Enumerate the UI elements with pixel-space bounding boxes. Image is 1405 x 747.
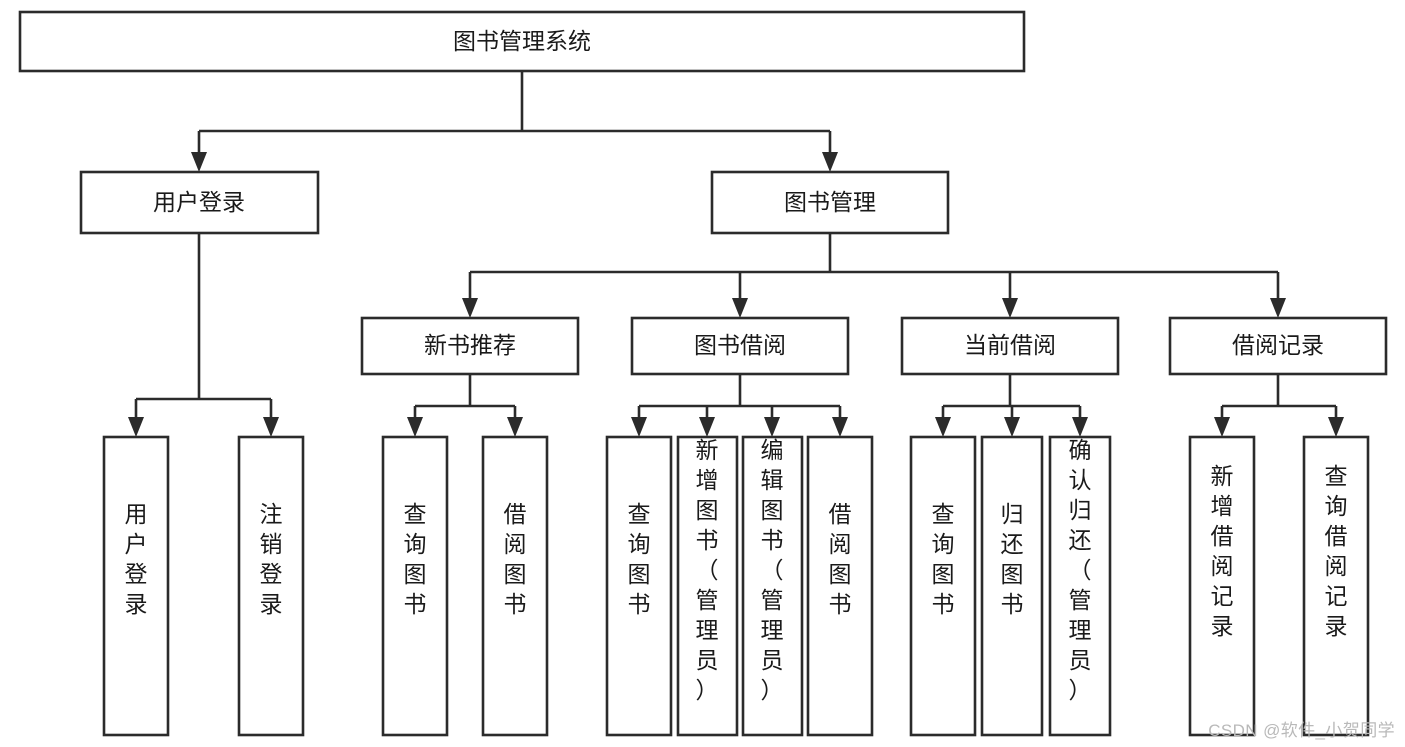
node-leaf-return-book[interactable]: 归还图书	[980, 435, 1044, 737]
node-leaf-user-logout-box[interactable]	[237, 435, 305, 737]
node-leaf-borrow-book-2[interactable]: 借阅图书	[806, 435, 874, 737]
node-current[interactable]: 当前借阅	[900, 316, 1120, 376]
node-leaf-add-book-label: 新增图书（管理员）	[696, 437, 719, 703]
node-leaf-query-book-2[interactable]: 查询图书	[605, 435, 673, 737]
arrow-borrow-to-edit-book	[764, 417, 780, 437]
node-leaf-edit-book-box[interactable]	[741, 435, 804, 737]
node-current-label: 当前借阅	[964, 332, 1056, 358]
node-root-box[interactable]	[18, 10, 1026, 73]
node-leaf-query-book-3[interactable]: 查询图书	[909, 435, 977, 737]
node-leaf-query-record-box[interactable]	[1302, 435, 1370, 737]
node-leaf-query-book-1-label: 查询图书	[404, 501, 427, 617]
node-bookmgmt-box[interactable]	[710, 170, 950, 235]
arrow-current-to-return-book	[1004, 417, 1020, 437]
node-leaf-borrow-book-1-label: 借阅图书	[504, 501, 527, 617]
node-leaf-user-logout[interactable]: 注销登录	[237, 435, 305, 737]
node-leaf-user-login[interactable]: 用户登录	[102, 435, 170, 737]
node-leaf-borrow-book-2-label: 借阅图书	[829, 501, 852, 617]
arrow-borrow-to-borrow-book	[832, 417, 848, 437]
node-records[interactable]: 借阅记录	[1168, 316, 1388, 376]
arrow-bookmgmt-to-current	[1002, 298, 1018, 318]
node-leaf-user-login-label: 用户登录	[125, 501, 148, 617]
arrow-borrow-to-add-book	[699, 417, 715, 437]
arrow-login-to-user-login	[128, 417, 144, 437]
node-leaf-user-logout-label: 注销登录	[260, 501, 283, 617]
arrow-records-to-query-record	[1328, 417, 1344, 437]
connector-layer	[128, 71, 1344, 437]
node-leaf-borrow-book-1[interactable]: 借阅图书	[481, 435, 549, 737]
node-current-box[interactable]	[900, 316, 1120, 376]
node-leaf-add-record-box[interactable]	[1188, 435, 1256, 737]
arrow-root-to-bookmgmt	[822, 152, 838, 172]
node-leaf-query-record-label: 查询借阅记录	[1325, 463, 1348, 639]
node-leaf-edit-book[interactable]: 编辑图书（管理员）	[741, 435, 804, 737]
node-leaf-query-book-3-box[interactable]	[909, 435, 977, 737]
node-bookmgmt[interactable]: 图书管理	[710, 170, 950, 235]
arrow-current-to-query-book	[935, 417, 951, 437]
node-root-label: 图书管理系统	[453, 28, 591, 54]
arrow-newbook-to-borrow-book	[507, 417, 523, 437]
csdn-watermark: CSDN @软件_小贺同学	[1208, 721, 1395, 740]
node-newbook-box[interactable]	[360, 316, 580, 376]
node-leaf-borrow-book-1-box[interactable]	[481, 435, 549, 737]
node-leaf-add-book[interactable]: 新增图书（管理员）	[676, 435, 739, 737]
node-leaf-query-book-2-box[interactable]	[605, 435, 673, 737]
arrow-root-to-login	[191, 152, 207, 172]
node-leaf-edit-book-label: 编辑图书（管理员）	[761, 437, 784, 703]
arrow-login-to-user-logout	[263, 417, 279, 437]
node-borrow[interactable]: 图书借阅	[630, 316, 850, 376]
node-root[interactable]: 图书管理系统	[18, 10, 1026, 73]
node-newbook-label: 新书推荐	[424, 332, 516, 358]
node-leaf-return-book-label: 归还图书	[1001, 501, 1024, 617]
node-borrow-label: 图书借阅	[694, 332, 786, 358]
node-leaf-query-record[interactable]: 查询借阅记录	[1302, 435, 1370, 737]
node-leaf-confirm-return-label: 确认归还（管理员）	[1069, 437, 1092, 703]
node-leaf-add-record-label: 新增借阅记录	[1211, 463, 1234, 639]
node-leaf-user-login-box[interactable]	[102, 435, 170, 737]
node-leaf-query-book-3-label: 查询图书	[932, 501, 955, 617]
node-login-box[interactable]	[79, 170, 320, 235]
node-leaf-confirm-return-box[interactable]	[1048, 435, 1112, 737]
node-leaf-query-book-2-label: 查询图书	[628, 501, 651, 617]
node-records-box[interactable]	[1168, 316, 1388, 376]
arrow-records-to-add-record	[1214, 417, 1230, 437]
arrow-newbook-to-query-book	[407, 417, 423, 437]
node-leaf-borrow-book-2-box[interactable]	[806, 435, 874, 737]
node-borrow-box[interactable]	[630, 316, 850, 376]
arrow-bookmgmt-to-borrow	[732, 298, 748, 318]
node-leaf-add-record[interactable]: 新增借阅记录	[1188, 435, 1256, 737]
node-leaf-add-book-box[interactable]	[676, 435, 739, 737]
node-records-label: 借阅记录	[1232, 332, 1324, 358]
node-newbook[interactable]: 新书推荐	[360, 316, 580, 376]
node-login[interactable]: 用户登录	[79, 170, 320, 235]
node-bookmgmt-label: 图书管理	[784, 189, 876, 215]
node-leaf-return-book-box[interactable]	[980, 435, 1044, 737]
node-leaf-query-book-1[interactable]: 查询图书	[381, 435, 449, 737]
arrow-borrow-to-query-book	[631, 417, 647, 437]
arrow-current-to-confirm-return	[1072, 417, 1088, 437]
arrow-bookmgmt-to-newbook	[462, 298, 478, 318]
node-leaf-query-book-1-box[interactable]	[381, 435, 449, 737]
arrow-bookmgmt-to-records	[1270, 298, 1286, 318]
node-leaf-confirm-return[interactable]: 确认归还（管理员）	[1048, 435, 1112, 737]
node-login-label: 用户登录	[153, 189, 245, 215]
